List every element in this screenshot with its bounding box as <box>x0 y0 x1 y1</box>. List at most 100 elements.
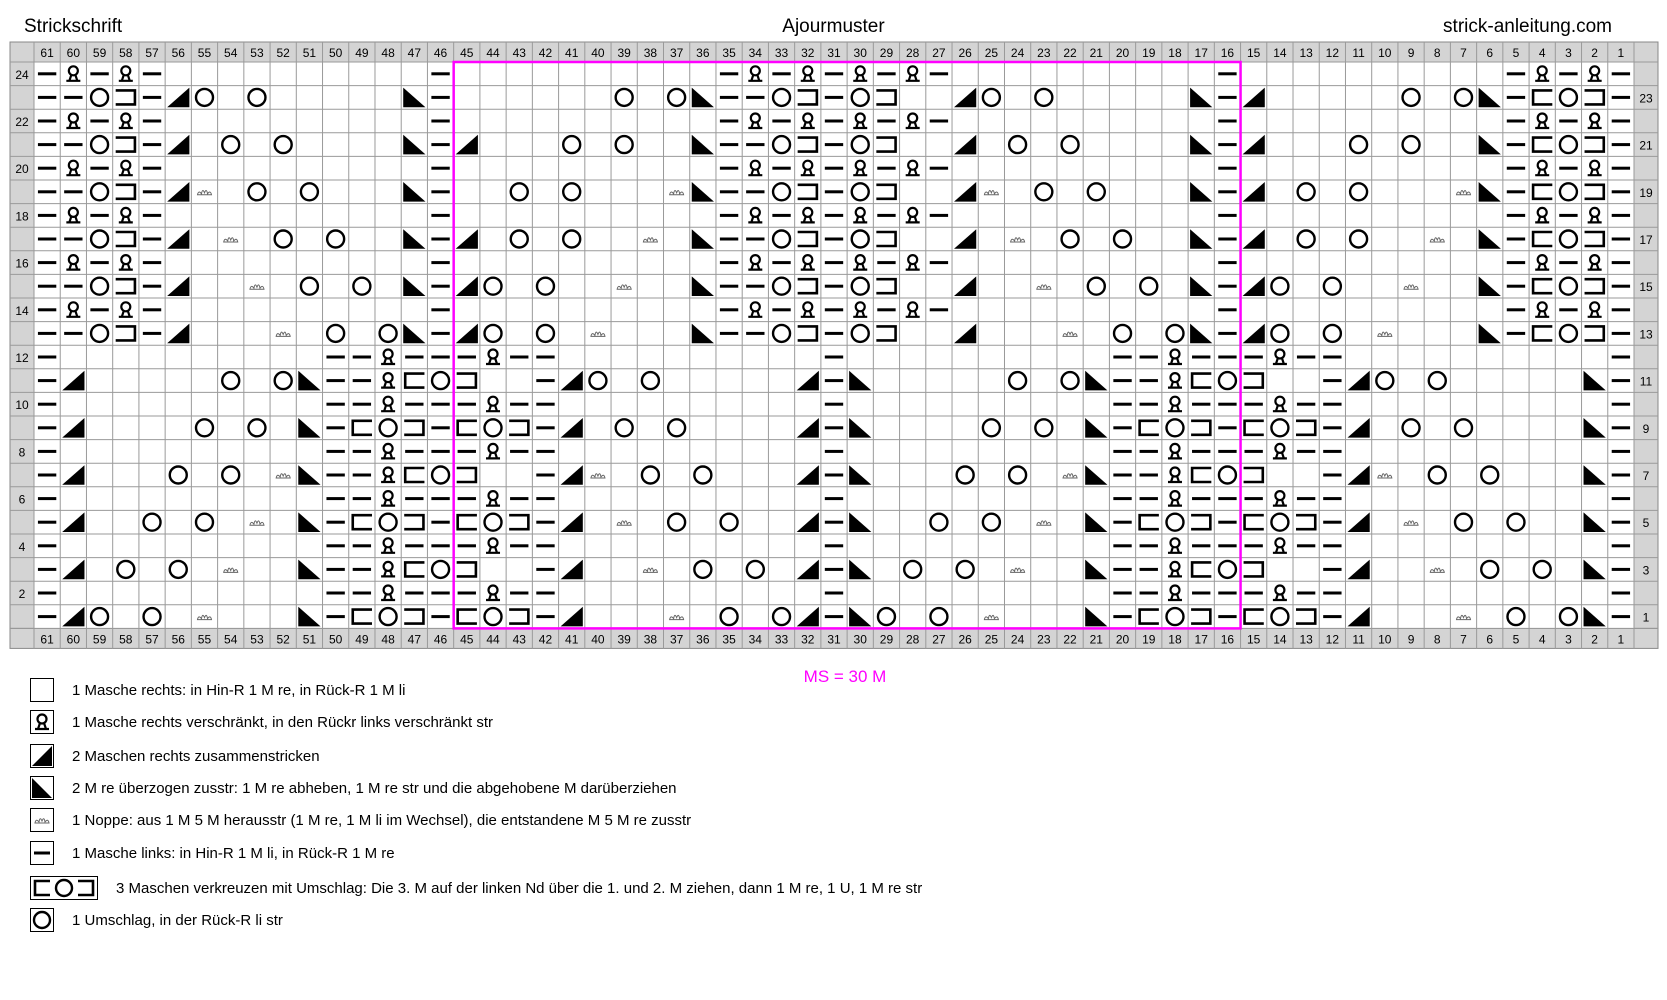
twisted-knit-mark <box>486 442 501 460</box>
purl-mark <box>824 72 844 76</box>
purl-mark <box>431 520 450 524</box>
twisted-knit-mark <box>486 584 501 602</box>
knitting-chart: 6161606059595858575756565555545453535252… <box>9 41 1659 649</box>
twisted-knit-icon <box>30 710 54 734</box>
purl-mark <box>877 213 896 217</box>
ssk-mark <box>1190 323 1213 344</box>
yarn-over-mark <box>771 134 792 155</box>
cross-yo-left-mark <box>1531 136 1553 153</box>
ssk-mark <box>691 323 714 344</box>
yarn-over-mark <box>1348 182 1369 202</box>
column-number: 18 <box>1168 632 1182 646</box>
purl-mark <box>431 449 450 453</box>
purl-mark <box>536 379 555 383</box>
column-number: 21 <box>1090 46 1104 60</box>
k2tog-mark <box>796 606 819 627</box>
purl-mark <box>1611 497 1631 501</box>
yarn-over-mark <box>1348 134 1369 155</box>
purl-mark <box>1218 308 1237 312</box>
row-number: 6 <box>19 493 26 507</box>
twisted-knit-mark <box>905 254 920 271</box>
column-number: 49 <box>355 46 369 60</box>
column-number: 44 <box>486 632 500 646</box>
k2tog-mark <box>954 229 977 249</box>
k2tog-mark <box>1242 134 1265 155</box>
yarn-over-mark <box>771 87 792 108</box>
purl-mark <box>1559 166 1578 170</box>
row-number: 17 <box>1639 233 1653 247</box>
yarn-over-mark <box>745 559 766 580</box>
yarn-over-mark <box>1506 606 1526 627</box>
ssk-mark <box>1085 559 1108 580</box>
yarn-over-mark <box>850 134 870 155</box>
purl-mark <box>746 190 765 194</box>
purl-mark <box>746 143 765 147</box>
yarn-over-mark <box>1375 370 1395 391</box>
yarn-over-mark <box>1506 512 1526 532</box>
column-number: 13 <box>1299 632 1313 646</box>
yarn-over-mark <box>247 418 267 438</box>
twisted-knit-mark <box>1272 395 1287 413</box>
twisted-knit-mark <box>1167 466 1182 484</box>
yarn-over-mark <box>562 229 582 249</box>
bobble-mark <box>249 520 265 526</box>
k2tog-mark <box>1347 606 1370 627</box>
yarn-over-mark <box>1086 182 1106 202</box>
purl-mark <box>719 95 739 99</box>
k2tog-mark <box>62 512 85 532</box>
twisted-knit-mark <box>1167 395 1182 413</box>
yarn-over-mark <box>588 370 608 391</box>
purl-mark <box>1218 355 1237 359</box>
cross-yo-left-mark <box>1138 419 1159 437</box>
yarn-over-mark <box>1165 606 1185 627</box>
purl-mark <box>824 426 844 430</box>
bobble-mark <box>223 567 239 573</box>
twisted-knit-mark <box>800 65 815 82</box>
twisted-knit-mark <box>1535 65 1550 82</box>
yarn-over-mark <box>509 229 529 249</box>
purl-mark <box>64 95 83 99</box>
twisted-knit-mark <box>748 301 763 318</box>
ssk-mark <box>849 559 872 580</box>
purl-mark <box>1113 591 1132 595</box>
yarn-over-mark <box>902 559 923 580</box>
ssk-mark <box>1478 182 1501 202</box>
purl-mark <box>90 72 109 76</box>
cross-yo-right-mark <box>404 608 425 625</box>
k2tog-mark <box>455 276 478 296</box>
column-number: 59 <box>93 46 107 60</box>
column-number: 41 <box>565 46 579 60</box>
yarn-over-mark <box>221 370 241 391</box>
purl-mark <box>431 355 450 359</box>
column-number: 14 <box>1273 632 1287 646</box>
ssk-mark <box>691 134 714 155</box>
yarn-over-mark <box>483 418 503 438</box>
k2tog-mark <box>796 465 819 485</box>
purl-mark <box>37 355 57 359</box>
yarn-over-mark <box>168 559 188 580</box>
column-number: 36 <box>696 632 710 646</box>
column-number: 34 <box>749 632 763 646</box>
yarn-over-mark <box>666 418 687 438</box>
column-number: 15 <box>1247 46 1261 60</box>
purl-mark <box>1559 119 1578 123</box>
chart-label-left: Strickschrift <box>24 16 123 37</box>
cross-yo-right-mark <box>1191 513 1212 531</box>
column-number: 24 <box>1011 632 1025 646</box>
column-number: 52 <box>277 46 291 60</box>
ssk-mark <box>1190 229 1213 249</box>
ssk-mark <box>849 606 872 627</box>
purl-mark <box>457 449 476 453</box>
column-number: 31 <box>827 632 841 646</box>
purl-mark <box>1611 190 1631 194</box>
purl-mark <box>824 190 844 194</box>
purl-mark <box>1244 591 1263 595</box>
column-number: 27 <box>932 46 946 60</box>
ssk-mark <box>1583 418 1606 438</box>
cross-yo-right-mark <box>797 325 819 342</box>
purl-mark <box>142 119 162 123</box>
cross-yo-right-mark <box>509 608 530 625</box>
purl-mark <box>431 237 450 241</box>
column-number: 28 <box>906 632 920 646</box>
yarn-over-mark <box>1270 323 1290 344</box>
